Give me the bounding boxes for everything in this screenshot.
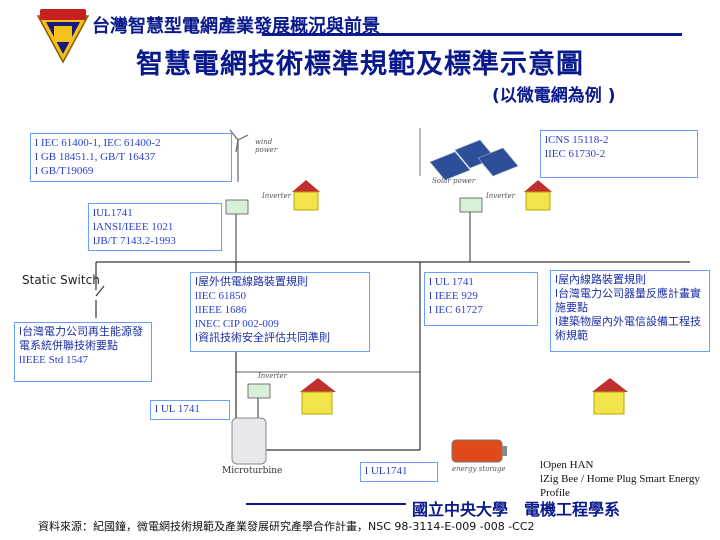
microturbine-label: Microturbine [222,466,283,476]
microturbine-standard-box: l UL 1741 [150,400,230,420]
list-item: l GB/T19069 [35,165,94,177]
list-item: l台灣電力公司器量反應計畫實施要點 [555,287,702,314]
page-subtitle: (以微電網為例 ) [492,86,616,106]
indoor-standards-box: l屋內線路裝置規則 l台灣電力公司器量反應計畫實施要點 l建築物屋內外電信設備工… [550,270,710,352]
wind-power-label: wind power [255,138,278,154]
middle-standards-box: l UL 1741 l IEEE 929 l IEC 61727 [424,272,538,326]
list-item: l IEEE 929 [429,290,478,302]
list-item: l屋外供電線路裝置規則 [195,275,309,288]
storage-standard-box: l UL1741 [360,462,438,482]
list-item: lNEC CIP 002-009 [195,318,279,330]
home-standards: lOpen HAN lZig Bee / Home Plug Smart Ene… [540,458,712,500]
list-item: l IEC 61727 [429,304,483,316]
list-item: l UL 1741 [429,276,474,288]
page-title: 智慧電網技術標準規範及標準示意圖 [136,49,584,80]
inverter-label-1: Inverter [262,192,292,200]
list-item: l屋內線路裝置規則 [555,273,647,286]
list-item: lIEC 61850 [195,290,247,302]
source-citation: 資料來源：紀國鐘，微電網技術規範及產業發展研究產學合作計畫，NSC 98-311… [38,520,535,533]
list-item: lOpen HAN [540,459,594,471]
university-logo [34,6,92,64]
list-item: lIEEE Std 1547 [19,354,89,366]
interconnect-standards-box: l台灣電力公司再生能源發電系統併聯技術要點 lIEEE Std 1547 [14,322,152,382]
list-item: lIEEE 1686 [195,304,247,316]
list-item: lUL1741 [93,207,133,219]
static-switch-label: Static Switch [22,273,100,287]
list-item: l資訊技術安全評估共同準則 [195,331,331,344]
list-item: l UL 1741 [155,403,200,415]
list-item: lCNS 15118-2 [545,134,609,146]
outdoor-standards-box: l屋外供電線路裝置規則 lIEC 61850 lIEEE 1686 lNEC C… [190,272,370,352]
list-item: lZig Bee / Home Plug Smart Energy Profil… [540,473,700,499]
inverter-standards-box: lUL1741 lANSI/IEEE 1021 lJB/T 7143.2-199… [88,203,222,251]
list-item: l GB 18451.1, GB/T 16437 [35,151,156,163]
list-item: l台灣電力公司再生能源發電系統併聯技術要點 [19,325,144,352]
list-item: l IEC 61400-1, IEC 61400-2 [35,137,161,149]
university-name: 國立中央大學 電機工程學系 [412,500,621,519]
header-rule [262,33,682,36]
list-item: l UL1741 [365,465,408,477]
list-item: lIEC 61730-2 [545,148,606,160]
presentation-topic: 台灣智慧型電網產業發展概況與前景 [92,16,380,37]
wind-standards-box: l IEC 61400-1, IEC 61400-2 l GB 18451.1,… [30,133,232,182]
footer-rule [246,503,406,505]
solar-standards-box: lCNS 15118-2 lIEC 61730-2 [540,130,698,178]
list-item: lANSI/IEEE 1021 [93,221,174,233]
energy-storage-label: energy storage [452,465,506,473]
inverter-label-3: Inverter [258,372,288,380]
list-item: l建築物屋內外電信設備工程技術規範 [555,315,702,342]
solar-power-label: Solar power [432,177,476,185]
list-item: lJB/T 7143.2-1993 [93,235,176,247]
inverter-label-2: Inverter [486,192,516,200]
